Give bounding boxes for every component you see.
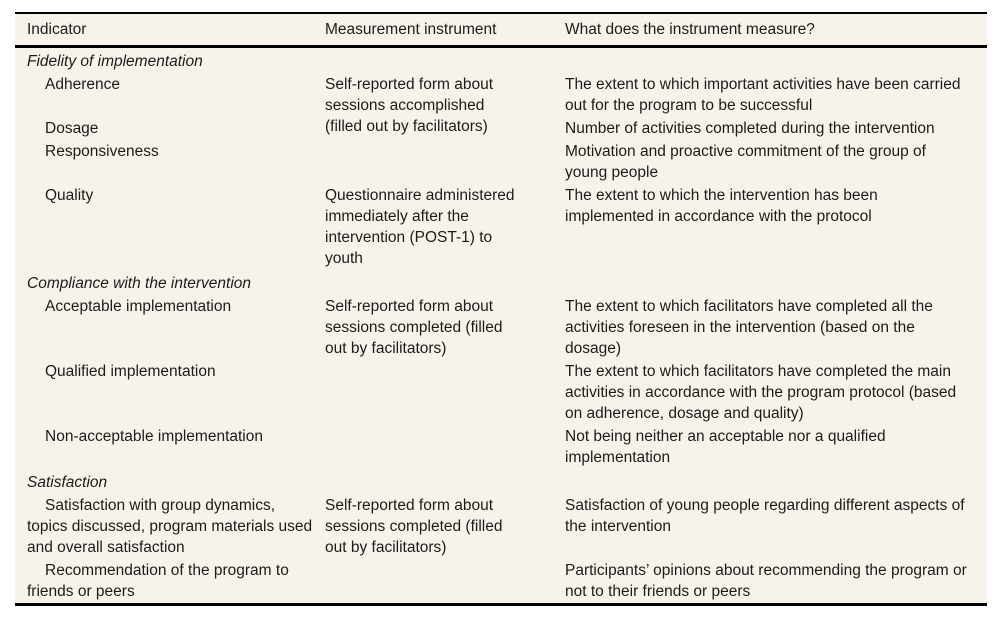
column-header-measure: What does the instrument measure? [565, 13, 987, 48]
indicator-satisfaction-group-dynamics: Satisfaction with group dynamics, topics… [27, 497, 313, 556]
measure-qualified-implementation: The extent to which facilitators have co… [565, 363, 957, 422]
indicator-acceptable-implementation: Acceptable implementation [45, 298, 232, 315]
indicator-non-acceptable-implementation: Non-acceptable implementation [45, 428, 263, 445]
indicator-dosage: Dosage [45, 120, 99, 137]
measure-recommendation: Participants’ opinions about recommendin… [565, 562, 967, 600]
indicator-quality: Quality [45, 187, 94, 204]
instrument-sessions-completed-satisfaction: Self-reported form about sessions comple… [325, 497, 503, 556]
measure-acceptable-implementation: The extent to which facilitators have co… [565, 298, 933, 357]
indicator-recommendation: Recommendation of the program to friends… [27, 562, 289, 600]
section-title-fidelity: Fidelity of implementation [27, 53, 203, 70]
measure-quality: The extent to which the intervention has… [565, 187, 878, 225]
table-row: Qualified implementation The extent to w… [15, 360, 987, 425]
section-row: Satisfaction [15, 469, 987, 494]
table-row: Adherence Self-reported form about sessi… [15, 73, 987, 135]
section-row: Fidelity of implementation [15, 47, 987, 74]
table-row: Quality Questionnaire administered immed… [15, 184, 987, 270]
section-row: Compliance with the intervention [15, 270, 987, 295]
table-row: Acceptable implementation Self-reported … [15, 295, 987, 360]
indicators-table: Indicator Measurement instrument What do… [15, 12, 987, 606]
section-title-satisfaction: Satisfaction [27, 474, 108, 491]
instrument-sessions-completed-compliance: Self-reported form about sessions comple… [325, 298, 503, 357]
measure-non-acceptable-implementation: Not being neither an acceptable nor a qu… [565, 428, 886, 466]
table-row: Non-acceptable implementation Not being … [15, 425, 987, 469]
measure-responsiveness: Motivation and proactive commitment of t… [565, 143, 926, 181]
table-row: Responsiveness Motivation and proactive … [15, 140, 987, 184]
indicator-qualified-implementation: Qualified implementation [45, 363, 216, 380]
measure-satisfaction-group-dynamics: Satisfaction of young people regarding d… [565, 497, 965, 535]
section-title-compliance: Compliance with the intervention [27, 275, 252, 292]
instrument-sessions-accomplished: Self-reported form about sessions accomp… [325, 76, 494, 135]
indicator-responsiveness: Responsiveness [45, 143, 159, 160]
indicator-adherence: Adherence [45, 76, 120, 93]
instrument-questionnaire-post1: Questionnaire administered immediately a… [325, 187, 515, 267]
indicators-table-wrap: Indicator Measurement instrument What do… [15, 12, 987, 606]
table-row: Recommendation of the program to friends… [15, 559, 987, 605]
table-row: Satisfaction with group dynamics, topics… [15, 494, 987, 559]
column-header-indicator: Indicator [15, 13, 325, 48]
table-header-row: Indicator Measurement instrument What do… [15, 13, 987, 48]
measure-adherence: The extent to which important activities… [565, 76, 961, 114]
measure-dosage: Number of activities completed during th… [565, 120, 935, 137]
table-row: Dosage Number of activities completed du… [15, 117, 987, 140]
column-header-instrument: Measurement instrument [325, 13, 565, 48]
